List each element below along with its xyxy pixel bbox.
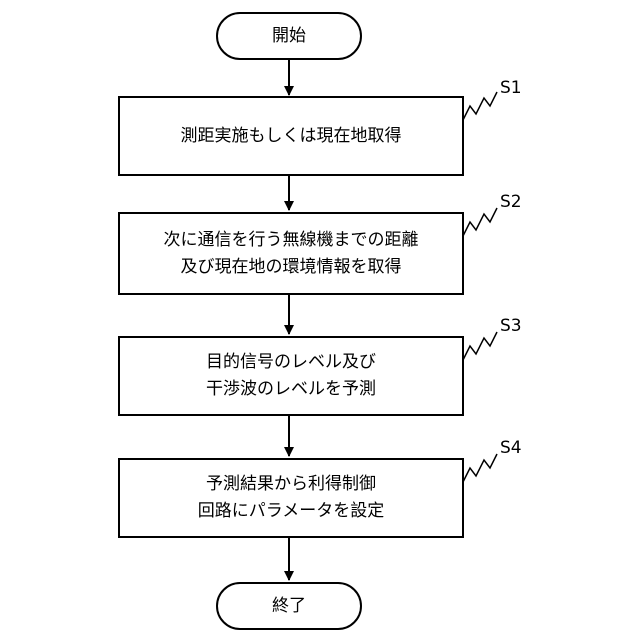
step-s4-label: S4 bbox=[500, 438, 522, 458]
step-s2-box: 次に通信を行う無線機までの距離 及び現在地の環境情報を取得 bbox=[118, 212, 464, 295]
step-s3-text-line-1: 目的信号のレベル及び bbox=[206, 349, 376, 376]
step-s1-label: S1 bbox=[500, 78, 522, 98]
start-label: 開始 bbox=[272, 23, 306, 50]
start-terminal: 開始 bbox=[216, 12, 362, 60]
step-s3-text-line-2: 干渉波のレベルを予測 bbox=[206, 376, 376, 403]
leader-line-s4 bbox=[463, 454, 497, 482]
step-s4-text-line-2: 回路にパラメータを設定 bbox=[198, 498, 385, 525]
step-s2-text-line-1: 次に通信を行う無線機までの距離 bbox=[164, 227, 419, 254]
step-s2-label: S2 bbox=[500, 192, 522, 212]
leader-line-s3 bbox=[463, 332, 497, 360]
step-s3-label: S3 bbox=[500, 316, 522, 336]
step-s3-box: 目的信号のレベル及び 干渉波のレベルを予測 bbox=[118, 336, 464, 416]
leader-line-s1 bbox=[463, 92, 497, 120]
step-s4-text-line-1: 予測結果から利得制御 bbox=[206, 471, 376, 498]
leader-line-s2 bbox=[463, 208, 497, 236]
step-s1-text-line-1: 測距実施もしくは現在地取得 bbox=[181, 123, 402, 150]
end-terminal: 終了 bbox=[216, 582, 362, 630]
step-s1-box: 測距実施もしくは現在地取得 bbox=[118, 96, 464, 176]
step-s4-box: 予測結果から利得制御 回路にパラメータを設定 bbox=[118, 458, 464, 538]
step-s2-text-line-2: 及び現在地の環境情報を取得 bbox=[181, 254, 402, 281]
end-label: 終了 bbox=[272, 593, 306, 620]
